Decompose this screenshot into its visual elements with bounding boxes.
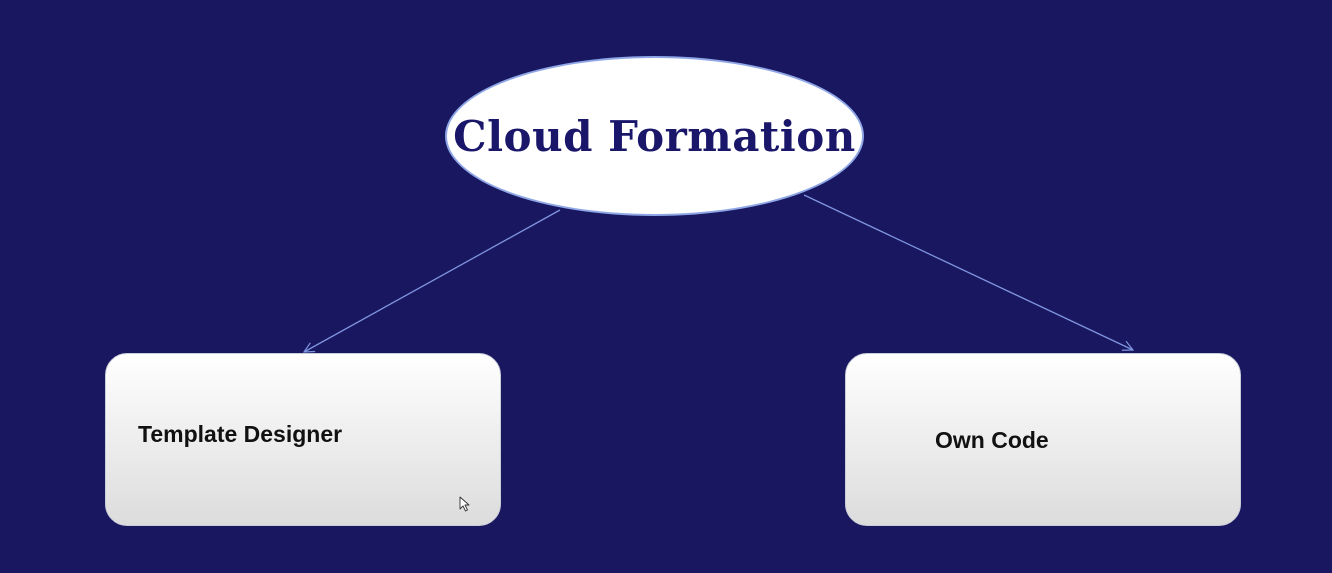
mouse-cursor-icon — [459, 496, 470, 512]
connector-arrow-template-designer — [304, 209, 561, 352]
child-node-label: Template Designer — [138, 421, 343, 447]
child-node-own-code: Own Code — [845, 353, 1241, 526]
root-node-label: Cloud Formation — [453, 111, 856, 161]
child-node-template-designer: Template Designer — [105, 353, 501, 526]
child-node-label: Own Code — [935, 427, 1049, 453]
root-node-ellipse: Cloud Formation — [445, 56, 864, 216]
connector-arrow-own-code — [803, 194, 1133, 350]
